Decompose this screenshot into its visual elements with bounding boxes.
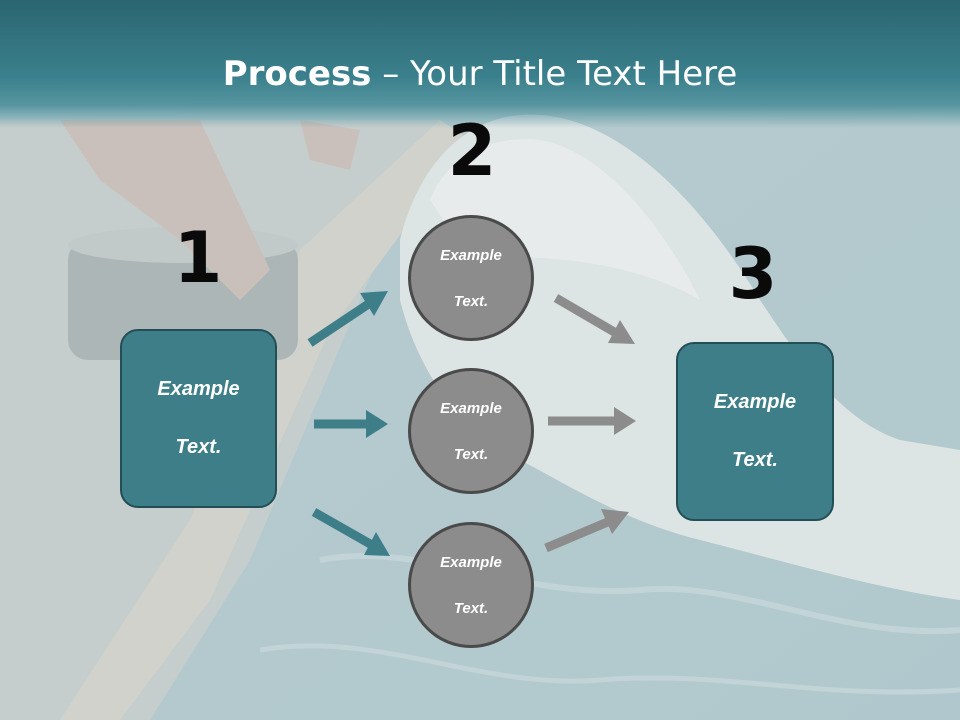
right-box-line2: Text.	[732, 449, 778, 471]
title-bold: Process	[222, 54, 372, 94]
title-band	[0, 0, 960, 128]
circle-middle-line2: Text.	[453, 445, 489, 463]
arrow-bottom-to-right	[544, 509, 629, 553]
title-rest: – Your Title Text Here	[371, 54, 738, 94]
step-number-2: 2	[447, 110, 497, 192]
left-box-line1: Example	[157, 378, 240, 400]
arrow-left-to-top	[307, 291, 388, 347]
arrow-left-to-middle	[314, 410, 388, 438]
circle-bottom-line1: Example	[440, 553, 502, 571]
arrow-middle-to-right	[548, 407, 636, 435]
arrow-left-to-bottom	[311, 508, 390, 556]
slide-title: Process – Your Title Text Here	[0, 52, 960, 96]
circle-top-line1: Example	[440, 246, 502, 264]
arrow-top-to-right	[553, 294, 635, 344]
left-box-line2: Text.	[175, 436, 222, 458]
step-number-3: 3	[728, 233, 778, 315]
circle-middle-line1: Example	[440, 399, 502, 417]
step-number-1: 1	[173, 217, 223, 299]
circle-bottom-line2: Text.	[453, 599, 489, 617]
right-box-line1: Example	[713, 391, 797, 413]
circle-top-line2: Text.	[453, 292, 489, 310]
